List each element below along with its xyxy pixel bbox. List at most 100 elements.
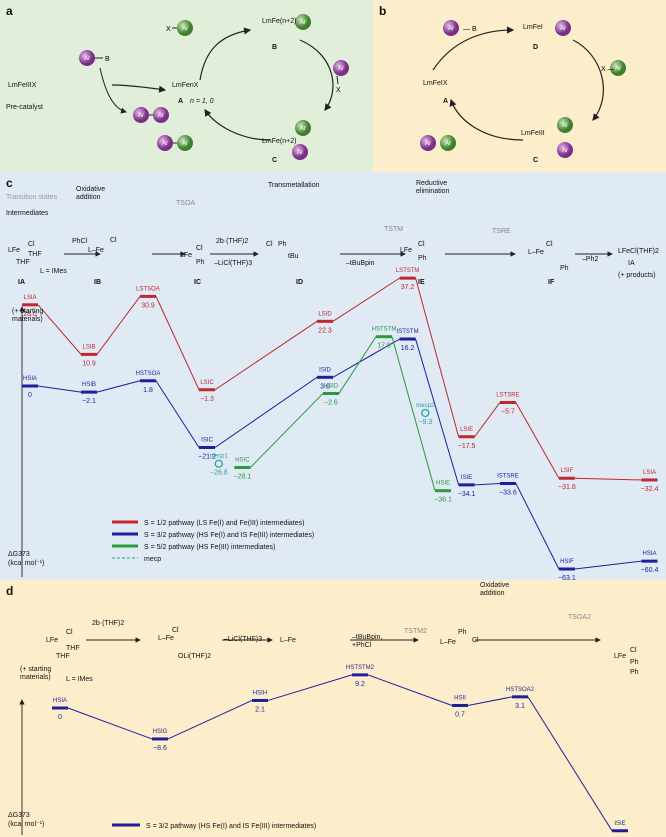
- level-value: −36.1: [434, 497, 452, 504]
- d-oxidative-addition: Oxidative addition: [480, 582, 510, 597]
- svg-text:Cl: Cl: [546, 241, 553, 248]
- svg-text:Ar: Ar: [297, 150, 303, 156]
- svg-text:Ar: Ar: [445, 141, 451, 147]
- level-label: HSIA: [642, 551, 656, 557]
- d-licl: –LiCl(THF)3: [224, 636, 263, 643]
- species-a: LmFenX: [172, 82, 199, 89]
- panel-a-label: a: [6, 4, 13, 18]
- energy-connector: [250, 393, 324, 468]
- svg-text:X: X: [166, 26, 171, 33]
- svg-text:Cl: Cl: [196, 245, 203, 252]
- energy-connector: [67, 707, 153, 740]
- level-value: −31.8: [558, 484, 576, 491]
- svg-text:Ph: Ph: [418, 255, 427, 262]
- level-value: 3.1: [515, 703, 525, 710]
- energy-connector: [214, 376, 318, 448]
- reductive-elimination-label: Reductive elimination: [416, 180, 450, 195]
- level-value: 16.2: [401, 345, 415, 352]
- svg-text:Cl: Cl: [630, 647, 637, 654]
- svg-text:Ar: Ar: [448, 26, 454, 32]
- level-value: −34.1: [458, 491, 476, 498]
- level-label: HSIH: [253, 690, 267, 696]
- energy-connector: [214, 320, 318, 391]
- level-value: −32.4: [641, 486, 659, 493]
- species-a-label: A: [178, 98, 184, 105]
- level-label: HSTSOA: [136, 371, 161, 377]
- svg-text:Cl: Cl: [418, 241, 425, 248]
- level-value: 28.0: [23, 311, 37, 318]
- level-label: LSTSTM: [396, 268, 420, 274]
- svg-text:L–Fe: L–Fe: [528, 249, 544, 256]
- svg-text:THF: THF: [66, 645, 80, 652]
- level-value: −8.6: [153, 745, 167, 752]
- energy-connector: [415, 338, 460, 486]
- d-tbubpin: –tBuBpin, +PhCl: [352, 634, 383, 649]
- panel-c: c Transition states Intermediates Oxidat…: [0, 172, 666, 580]
- level-label: LSIF: [561, 468, 574, 474]
- svg-text:X: X: [336, 87, 341, 94]
- level-value: −5.7: [501, 409, 515, 416]
- level-value: −60.4: [641, 567, 659, 574]
- energy-connector: [527, 696, 613, 832]
- b-species-a: LmFeIX: [423, 80, 448, 87]
- arc-precat: [111, 84, 167, 93]
- svg-text:Ar: Ar: [562, 148, 568, 154]
- d-axis-label: ΔG373: [8, 812, 30, 819]
- level-value: −17.5: [458, 443, 476, 450]
- energy-connector: [391, 336, 436, 491]
- panel-d: d Oxidative addition TSTM2 TSOA2 2b·(THF…: [0, 580, 666, 837]
- svg-text:IC: IC: [194, 279, 201, 286]
- svg-text:X —: X —: [601, 66, 615, 73]
- svg-text:Ar: Ar: [425, 141, 431, 147]
- level-label: HSTSTM2: [346, 665, 375, 671]
- ts-oa2-label: TSOA2: [568, 614, 591, 621]
- level-value: 3.0: [320, 383, 330, 390]
- svg-text:IF: IF: [548, 279, 555, 286]
- b-species-c: LmFeIII: [521, 130, 545, 137]
- svg-text:Ph: Ph: [630, 669, 639, 676]
- level-label: LSID: [318, 311, 332, 317]
- level-value: −2.1: [82, 398, 96, 405]
- energy-connector: [167, 699, 253, 740]
- svg-text:Cl: Cl: [28, 241, 35, 248]
- level-label: LSTSRE: [496, 393, 519, 399]
- level-value: −33.6: [499, 489, 517, 496]
- product-label: IA: [628, 260, 635, 267]
- level-label: HSIA: [53, 698, 67, 704]
- legend-text: mecp: [144, 556, 161, 563]
- level-value: −28.1: [234, 473, 252, 480]
- axis-unit-c: (kcal mol⁻¹): [8, 560, 44, 567]
- level-value: −21.2: [198, 453, 216, 460]
- ar-green-ball-icon: [295, 120, 311, 136]
- level-label: mecp1: [210, 454, 229, 460]
- d-starting: (+ starting materials): [20, 666, 52, 681]
- n-note: n = 1, 0: [190, 98, 214, 105]
- ph2-label: –Ph2: [582, 256, 599, 263]
- arc-b-to-c: [299, 39, 334, 111]
- level-value: −26.8: [210, 470, 228, 477]
- legend-d-text: S = 3/2 pathway (HS Fe(I) and IS Fe(III)…: [146, 823, 316, 830]
- ar-ball-icon: [292, 144, 308, 160]
- level-label: HSIC: [235, 457, 250, 463]
- level-value: 9.2: [355, 681, 365, 688]
- svg-text:Ph: Ph: [196, 259, 205, 266]
- level-label: ISID: [319, 367, 331, 373]
- energy-connector: [338, 336, 377, 394]
- arc-a-to-b: [199, 27, 252, 81]
- ar-green-ball-icon: [295, 14, 311, 30]
- energy-connector: [37, 385, 82, 393]
- level-value: −2.6: [324, 400, 338, 407]
- svg-text:— B: — B: [463, 26, 477, 33]
- level-label: LSIA: [23, 295, 36, 301]
- level-label: ISIE: [614, 821, 625, 827]
- level-value: 37.2: [401, 284, 415, 291]
- svg-text:Ar: Ar: [562, 123, 568, 129]
- svg-text:L–Fe: L–Fe: [440, 639, 456, 646]
- tbubpin-label: –tBuBpin: [346, 260, 375, 267]
- panel-b-label: b: [379, 4, 387, 18]
- level-label: HSID: [324, 384, 339, 390]
- b-species-d: LmFeI: [523, 24, 543, 31]
- ts-tm2-label: TSTM2: [404, 628, 427, 635]
